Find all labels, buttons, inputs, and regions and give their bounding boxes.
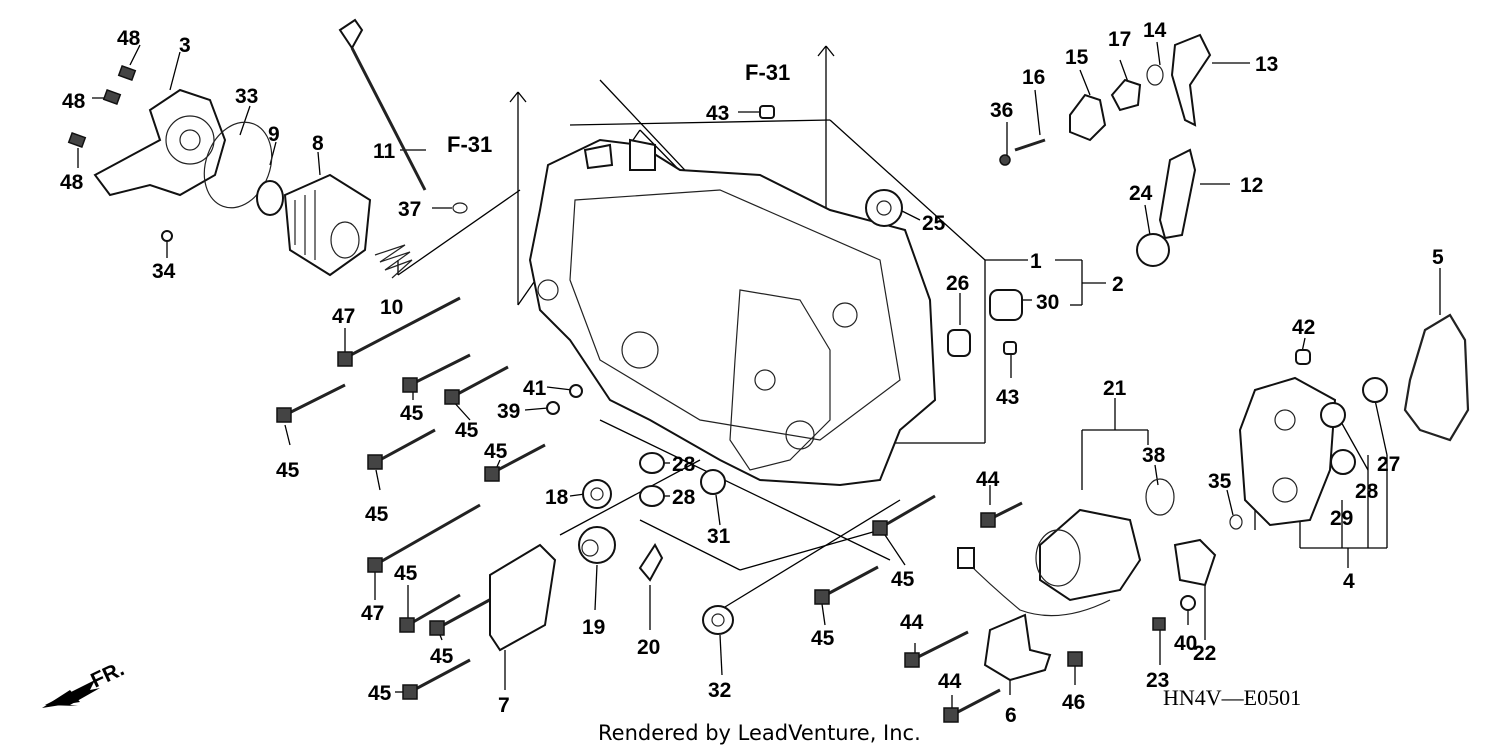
render-credit: Rendered by LeadVenture, Inc. <box>598 721 921 745</box>
callout-20: 20 <box>637 636 660 659</box>
callout-17: 17 <box>1108 28 1131 51</box>
callout-29: 29 <box>1330 507 1353 530</box>
callout-45e: 45 <box>365 503 389 526</box>
callout-45j: 45 <box>368 682 392 705</box>
callout-43b: 43 <box>996 386 1019 409</box>
callout-39: 39 <box>497 400 520 423</box>
callout-45h: 45 <box>811 627 835 650</box>
callout-5: 5 <box>1432 246 1444 269</box>
callout-12: 12 <box>1240 174 1263 197</box>
callout-37: 37 <box>398 198 421 221</box>
callout-1: 1 <box>1030 250 1042 273</box>
ref-f31-upper: F-31 <box>745 60 790 85</box>
gear-18 <box>582 479 612 509</box>
callout-3: 3 <box>179 34 191 57</box>
callout-2: 2 <box>1112 273 1124 296</box>
callout-16: 16 <box>1022 66 1045 89</box>
callout-4: 4 <box>1343 570 1355 593</box>
ref-f31-left: F-31 <box>447 132 492 157</box>
callout-10: 10 <box>380 296 403 319</box>
callout-45b: 45 <box>455 419 479 442</box>
front-arrow: FR. <box>42 657 128 708</box>
callout-45g: 45 <box>394 562 418 585</box>
callout-11: 11 <box>373 140 396 163</box>
callout-44c: 44 <box>938 670 962 693</box>
callout-36: 36 <box>990 99 1013 122</box>
callout-26: 26 <box>946 272 969 295</box>
callout-46: 46 <box>1062 691 1085 714</box>
bracket-6 <box>983 613 1052 682</box>
callouts: 48 3 48 33 9 8 48 34 11 37 10 43 16 15 1… <box>60 19 1444 727</box>
callout-45a: 45 <box>400 402 424 425</box>
gasket-5 <box>1403 313 1470 442</box>
callout-38: 38 <box>1142 444 1166 467</box>
oil-filter <box>283 173 372 277</box>
callout-45f: 45 <box>891 568 915 591</box>
callout-18: 18 <box>545 486 569 509</box>
part-17 <box>1110 78 1142 112</box>
callout-27: 27 <box>1377 453 1400 476</box>
callout-9: 9 <box>268 123 280 146</box>
parts-artwork <box>67 18 1470 723</box>
arm-12 <box>1158 148 1197 240</box>
callout-48c: 48 <box>60 171 84 194</box>
callout-30: 30 <box>1036 291 1059 314</box>
callout-42: 42 <box>1292 316 1315 339</box>
callout-7: 7 <box>498 694 510 717</box>
callout-48b: 48 <box>62 90 86 113</box>
callout-43a: 43 <box>706 102 729 125</box>
callout-28a: 28 <box>672 453 696 476</box>
cover-4 <box>1238 376 1337 527</box>
callout-34: 34 <box>152 260 176 283</box>
callout-8: 8 <box>312 132 324 155</box>
callout-31: 31 <box>707 525 731 548</box>
callout-40: 40 <box>1174 632 1197 655</box>
motor-21 <box>1039 508 1142 602</box>
callout-45c: 45 <box>484 440 508 463</box>
callout-24: 24 <box>1129 182 1153 205</box>
callout-21: 21 <box>1103 377 1127 400</box>
callout-47b: 47 <box>361 602 384 625</box>
callout-22: 22 <box>1193 642 1216 665</box>
callout-47a: 47 <box>332 305 355 328</box>
callout-48a: 48 <box>117 27 141 50</box>
callout-28c: 28 <box>1355 480 1379 503</box>
part-13 <box>1170 33 1212 127</box>
crankcase-cover <box>528 138 937 487</box>
callout-28b: 28 <box>672 486 696 509</box>
part-15 <box>1069 93 1107 142</box>
diagram-code: HN4V—E0501 <box>1163 685 1301 710</box>
callout-6: 6 <box>1005 704 1017 727</box>
callout-15: 15 <box>1065 46 1089 69</box>
callout-25: 25 <box>922 212 946 235</box>
callout-19: 19 <box>582 616 605 639</box>
front-label: FR. <box>87 657 127 692</box>
callout-32: 32 <box>708 679 731 702</box>
callout-45d: 45 <box>276 459 300 482</box>
callout-44b: 44 <box>900 611 924 634</box>
callout-33: 33 <box>235 85 258 108</box>
callout-35: 35 <box>1208 470 1232 493</box>
callout-41: 41 <box>523 377 547 400</box>
callout-13: 13 <box>1255 53 1278 76</box>
plate-7 <box>489 543 557 652</box>
callout-23: 23 <box>1146 669 1169 692</box>
callout-45i: 45 <box>430 645 454 668</box>
filter-cover <box>93 88 227 197</box>
callout-44a: 44 <box>976 468 1000 491</box>
callout-14: 14 <box>1143 19 1167 42</box>
